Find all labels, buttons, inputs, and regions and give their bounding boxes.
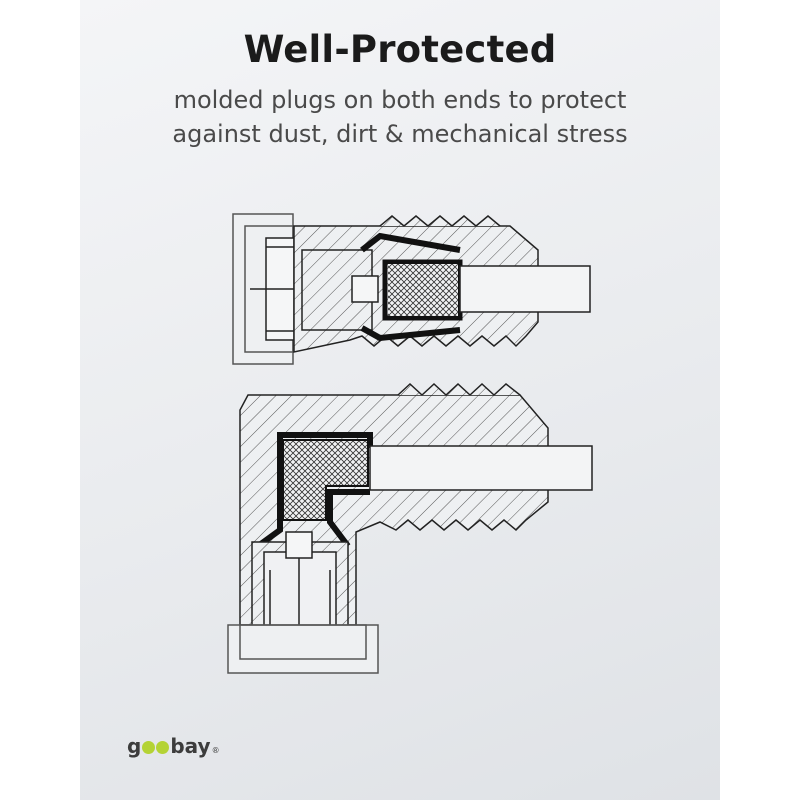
logo-prefix: g [127, 734, 142, 758]
subtitle-line-1: molded plugs on both ends to protect [173, 86, 627, 114]
product-panel: Well-Protected molded plugs on both ends… [80, 0, 720, 800]
subtitle-line-2: against dust, dirt & mechanical stress [172, 120, 628, 148]
angled-plug-section [227, 382, 593, 674]
connector-cross-section-drawing [227, 213, 593, 674]
registered-mark: ® [211, 746, 220, 755]
logo-dots-icon [142, 740, 170, 754]
logo-suffix: bay [170, 734, 211, 758]
headline: Well-Protected [243, 28, 557, 71]
straight-plug-section [232, 213, 591, 365]
goobay-logo: g bay ® [127, 734, 220, 758]
